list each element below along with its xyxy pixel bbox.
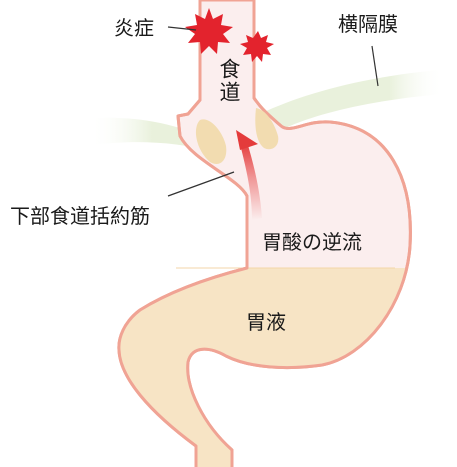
sphincter-left [195, 119, 227, 165]
reflux-arrow-shaft [240, 142, 262, 220]
inflammation-burst-large [185, 8, 233, 54]
label-lower-esophageal-sphincter: 下部食道括約筋 [10, 204, 150, 228]
label-diaphragm: 横隔膜 [338, 12, 398, 36]
inflammation-burst-small [240, 31, 274, 62]
sphincter-leader [167, 171, 235, 197]
inflammation-leader [167, 26, 197, 31]
label-inflammation: 炎症 [114, 16, 154, 40]
label-acid-reflux: 胃酸の逆流 [262, 230, 362, 254]
reflux-arrow-head [236, 130, 258, 150]
label-gastric-juice: 胃液 [246, 310, 286, 334]
label-esophagus: 食道 [217, 58, 241, 104]
sphincter-right [255, 108, 279, 150]
diaphragm-leader [371, 45, 379, 87]
diaphragm-right [262, 70, 444, 136]
